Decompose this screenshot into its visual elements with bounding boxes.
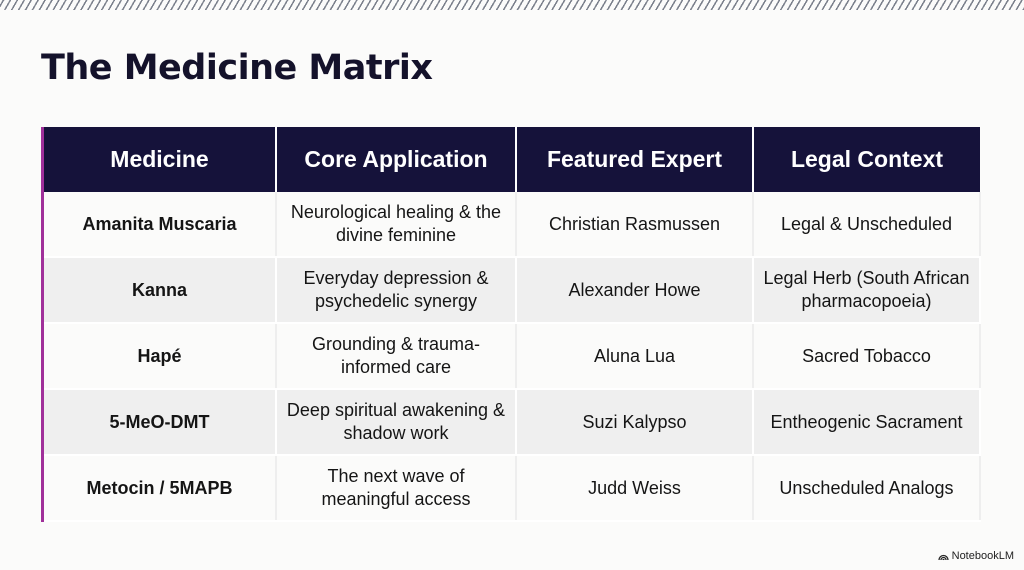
cell-medicine: Metocin / 5MAPB [42,455,277,522]
medicine-matrix-table: Medicine Core Application Featured Exper… [41,127,981,522]
cell-featured-expert: Suzi Kalypso [516,389,754,456]
table-row: Amanita Muscaria Neurological healing & … [42,192,981,258]
brand-label: NotebookLM [951,550,1014,562]
cell-featured-expert: Judd Weiss [516,455,754,522]
header-featured-expert: Featured Expert [516,127,754,192]
cell-legal-context: Entheogenic Sacrament [753,389,981,456]
cell-featured-expert: Alexander Howe [516,257,754,324]
cell-legal-context: Legal & Unscheduled [753,192,981,258]
header-legal-context: Legal Context [753,127,980,192]
cell-core-application: Everyday depression & psychedelic synerg… [276,257,517,324]
cell-core-application: Neurological healing & the divine femini… [276,192,517,258]
table-header-row: Medicine Core Application Featured Exper… [42,127,980,192]
cell-legal-context: Legal Herb (South African pharmacopoeia) [753,257,981,324]
cell-core-application: Grounding & trauma-informed care [276,323,517,390]
cell-legal-context: Sacred Tobacco [753,323,981,390]
cell-legal-context: Unscheduled Analogs [753,455,981,522]
notebooklm-logo-icon [937,554,949,560]
header-core-application: Core Application [276,127,517,192]
cell-medicine: Amanita Muscaria [42,192,277,258]
table-row: 5-MeO-DMT Deep spiritual awakening & sha… [42,389,981,456]
header-medicine: Medicine [42,127,277,192]
page-title: The Medicine Matrix [41,48,433,88]
table-row: Hapé Grounding & trauma-informed care Al… [42,323,981,390]
table-row: Metocin / 5MAPB The next wave of meaning… [42,455,981,522]
cell-featured-expert: Aluna Lua [516,323,754,390]
cell-medicine: Hapé [42,323,277,390]
table-row: Kanna Everyday depression & psychedelic … [42,257,981,324]
cell-core-application: Deep spiritual awakening & shadow work [276,389,517,456]
cell-medicine: 5-MeO-DMT [42,389,277,456]
decorative-hatch-border [0,0,1024,10]
notebooklm-watermark: NotebookLM [937,550,1014,562]
cell-core-application: The next wave of meaningful access [276,455,517,522]
cell-medicine: Kanna [42,257,277,324]
cell-featured-expert: Christian Rasmussen [516,192,754,258]
